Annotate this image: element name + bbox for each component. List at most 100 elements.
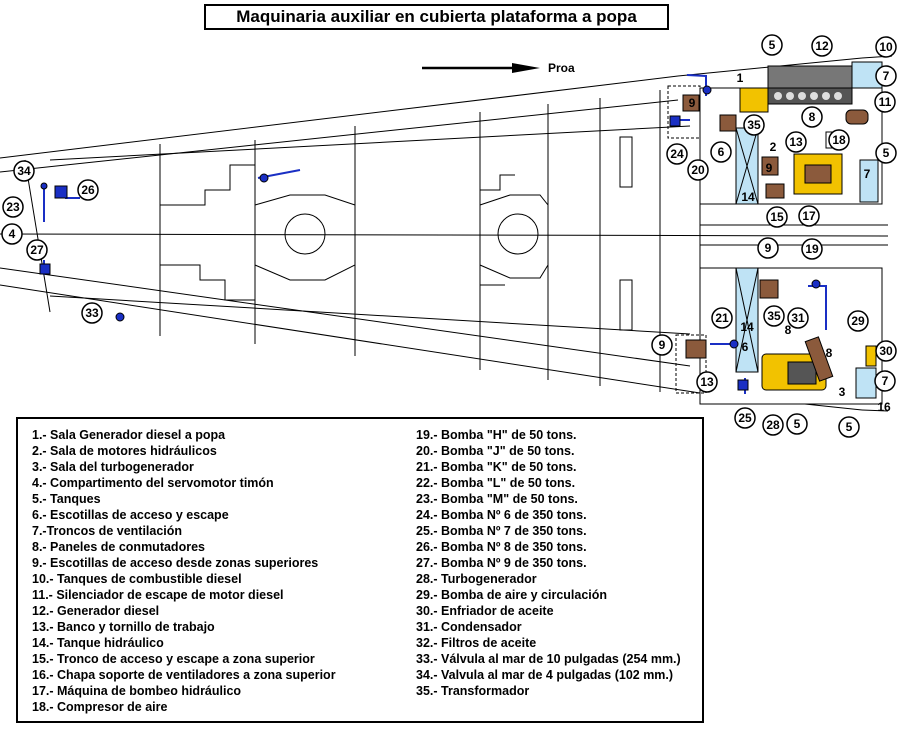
legend-item: 13.- Banco y tornillo de trabajo bbox=[32, 620, 215, 634]
callout-label: 35 bbox=[747, 118, 761, 132]
callout-label: 15 bbox=[770, 210, 784, 224]
callout-label: 14 bbox=[740, 320, 754, 334]
callout-label: 8 bbox=[809, 110, 816, 124]
callout-8: 8 bbox=[785, 323, 792, 337]
callout-29: 29 bbox=[847, 310, 869, 332]
callout-label: 5 bbox=[794, 417, 801, 431]
callout-circle bbox=[766, 206, 788, 228]
callout-label: 5 bbox=[769, 38, 776, 52]
callout-circle bbox=[874, 370, 896, 392]
callout-label: 4 bbox=[9, 227, 16, 241]
callout-label: 7 bbox=[883, 69, 890, 83]
callout-circle bbox=[786, 413, 808, 435]
callout-13: 13 bbox=[785, 131, 807, 153]
callout-circle bbox=[651, 334, 673, 356]
callout-label: 34 bbox=[17, 164, 31, 178]
legend-column-right: 19.- Bomba "H" de 50 tons.20.- Bomba "J"… bbox=[416, 427, 681, 699]
callout-label: 17 bbox=[802, 209, 816, 223]
callout-circle bbox=[1, 223, 23, 245]
callout-circle bbox=[875, 340, 897, 362]
legend-item: 11.- Silenciador de escape de motor dies… bbox=[32, 588, 284, 602]
callout-circle bbox=[81, 302, 103, 324]
callout-18: 18 bbox=[828, 129, 850, 151]
callout-circle bbox=[838, 416, 860, 438]
callout-35: 35 bbox=[763, 305, 785, 327]
callout-label: 7 bbox=[864, 167, 871, 181]
callout-circle bbox=[787, 307, 809, 329]
callout-16: 16 bbox=[877, 400, 891, 414]
callout-label: 20 bbox=[691, 163, 705, 177]
callout-28: 28 bbox=[762, 414, 784, 436]
legend-item: 32.- Filtros de aceite bbox=[416, 636, 537, 650]
hull-upper-edge bbox=[0, 75, 679, 159]
callout-circle bbox=[811, 35, 833, 57]
callout-label: 8 bbox=[826, 346, 833, 360]
callout-9: 9 bbox=[757, 237, 779, 259]
legend-item: 34.- Valvula al mar de 4 pulgadas (102 m… bbox=[416, 668, 674, 682]
callout-circle bbox=[828, 129, 850, 151]
callout-17: 17 bbox=[798, 205, 820, 227]
callout-7: 7 bbox=[864, 167, 871, 181]
legend-item: 30.- Enfriador de aceite bbox=[416, 604, 554, 618]
callout-label: 1 bbox=[737, 71, 744, 85]
callout-25: 25 bbox=[734, 407, 756, 429]
callout-circle bbox=[875, 65, 897, 87]
callout-6: 6 bbox=[710, 141, 732, 163]
callout-circle bbox=[77, 179, 99, 201]
callout-9: 9 bbox=[689, 96, 696, 110]
callout-label: 16 bbox=[877, 400, 891, 414]
callout-9: 9 bbox=[651, 334, 673, 356]
callout-label: 25 bbox=[738, 411, 752, 425]
callout-4: 4 bbox=[1, 223, 23, 245]
callout-35: 35 bbox=[743, 114, 765, 136]
legend-item: 9.- Escotillas de acceso desde zonas sup… bbox=[32, 556, 319, 570]
callout-label: 5 bbox=[846, 420, 853, 434]
pump-symbols bbox=[39, 85, 821, 391]
callout-label: 13 bbox=[789, 135, 803, 149]
callout-8: 8 bbox=[801, 106, 823, 128]
legend-item: 12.- Generador diesel bbox=[32, 604, 160, 618]
callout-circle bbox=[801, 106, 823, 128]
callout-11: 11 bbox=[874, 91, 896, 113]
callout-circle bbox=[26, 239, 48, 261]
callout-circle bbox=[798, 205, 820, 227]
callout-circle bbox=[711, 307, 733, 329]
turbogenerator-room bbox=[685, 267, 883, 405]
callout-circle bbox=[762, 414, 784, 436]
legend-item: 27.- Bomba Nº 9 de 350 tons. bbox=[416, 556, 587, 570]
callout-19: 19 bbox=[801, 238, 823, 260]
callout-label: 6 bbox=[742, 340, 749, 354]
legend-item: 21.- Bomba "K" de 50 tons. bbox=[416, 460, 577, 474]
callout-15: 15 bbox=[766, 206, 788, 228]
callout-circle bbox=[761, 34, 783, 56]
callout-label: 33 bbox=[85, 306, 99, 320]
callout-9: 9 bbox=[766, 161, 773, 175]
callout-circle bbox=[666, 143, 688, 165]
legend-item: 17.- Máquina de bombeo hidráulico bbox=[32, 684, 242, 698]
callout-14: 14 bbox=[741, 190, 755, 204]
callout-circle bbox=[875, 36, 897, 58]
legend-item: 10.- Tanques de combustible diesel bbox=[32, 572, 242, 586]
callout-label: 9 bbox=[765, 241, 772, 255]
legend-item: 31.- Condensador bbox=[416, 620, 522, 634]
legend-item: 19.- Bomba "H" de 50 tons. bbox=[416, 428, 577, 442]
centerline bbox=[0, 233, 889, 237]
legend-item: 8.- Paneles de conmutadores bbox=[32, 540, 205, 554]
bow-label: Proa bbox=[548, 61, 575, 75]
legend-item: 29.- Bomba de aire y circulación bbox=[416, 588, 608, 602]
callout-label: 9 bbox=[659, 338, 666, 352]
callout-circle bbox=[2, 196, 24, 218]
callout-1: 1 bbox=[737, 71, 744, 85]
silencer bbox=[845, 109, 869, 125]
hull-outline bbox=[0, 55, 893, 412]
callout-label: 28 bbox=[766, 418, 780, 432]
callout-6: 6 bbox=[742, 340, 749, 354]
callout-circle bbox=[743, 114, 765, 136]
callout-label: 5 bbox=[883, 146, 890, 160]
legend-item: 16.- Chapa soporte de ventiladores a zon… bbox=[32, 668, 336, 682]
callout-8: 8 bbox=[826, 346, 833, 360]
callout-34: 34 bbox=[13, 160, 35, 182]
callout-label: 29 bbox=[851, 314, 865, 328]
